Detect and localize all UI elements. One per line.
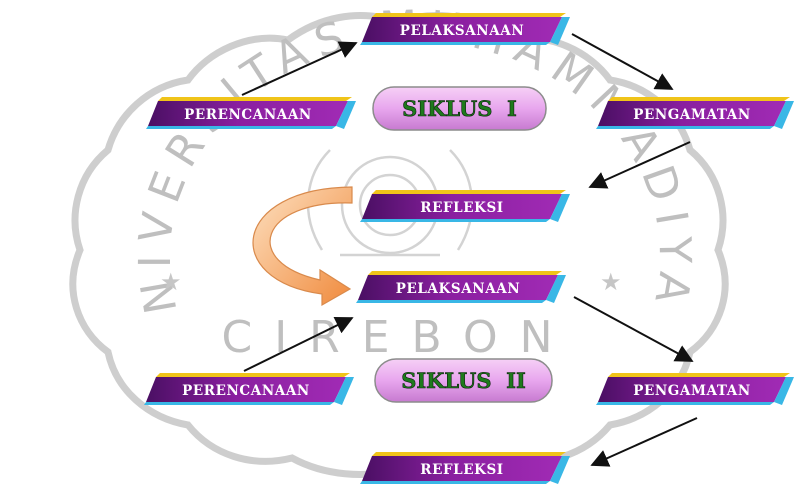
siklus-1-title: SIKLUS I <box>402 96 517 121</box>
seal-star-right-icon: ★ <box>600 268 622 296</box>
siklus-2-title: SIKLUS II <box>401 368 526 393</box>
arrow-perencanaan-to-pelaksanaan-2 <box>243 317 354 372</box>
cycle-transition-curved-arrow <box>252 186 353 307</box>
node-pelaksanaan-2-label: PELAKSANAAN <box>396 281 521 297</box>
siklus-2-badge: SIKLUS II <box>374 358 553 403</box>
node-refleksi-2: REFLEKSI <box>360 452 570 484</box>
arrow-pelaksanaan-to-pengamatan-1 <box>571 33 674 90</box>
arrow-pengamatan-to-refleksi-1 <box>588 141 691 189</box>
node-pelaksanaan-1-label: PELAKSANAAN <box>400 23 525 39</box>
node-refleksi-2-label: REFLEKSI <box>420 462 503 478</box>
node-pengamatan-2: PENGAMATAN <box>596 373 794 405</box>
arrow-perencanaan-to-pelaksanaan-1 <box>241 41 358 96</box>
node-perencanaan-2: PERENCANAAN <box>144 373 354 405</box>
node-pelaksanaan-2: PELAKSANAAN <box>356 271 566 303</box>
seal-star-left-icon: ★ <box>160 268 182 296</box>
siklus-1-badge: SIKLUS I <box>372 86 547 131</box>
node-perencanaan-1: PERENCANAAN <box>146 97 356 129</box>
arrow-pengamatan-to-refleksi-2 <box>590 417 698 467</box>
connector-arrows <box>241 33 698 467</box>
node-perencanaan-1-label: PERENCANAAN <box>184 107 312 123</box>
arrow-pelaksanaan-to-pengamatan-2 <box>573 296 694 362</box>
node-pengamatan-1: PENGAMATAN <box>596 97 794 129</box>
node-pengamatan-2-label: PENGAMATAN <box>633 383 751 399</box>
node-perencanaan-2-label: PERENCANAAN <box>182 383 310 399</box>
node-refleksi-1-label: REFLEKSI <box>420 200 503 216</box>
node-pengamatan-1-label: PENGAMATAN <box>633 107 751 123</box>
node-refleksi-1: REFLEKSI <box>360 190 570 222</box>
node-pelaksanaan-1: PELAKSANAAN <box>360 13 570 45</box>
